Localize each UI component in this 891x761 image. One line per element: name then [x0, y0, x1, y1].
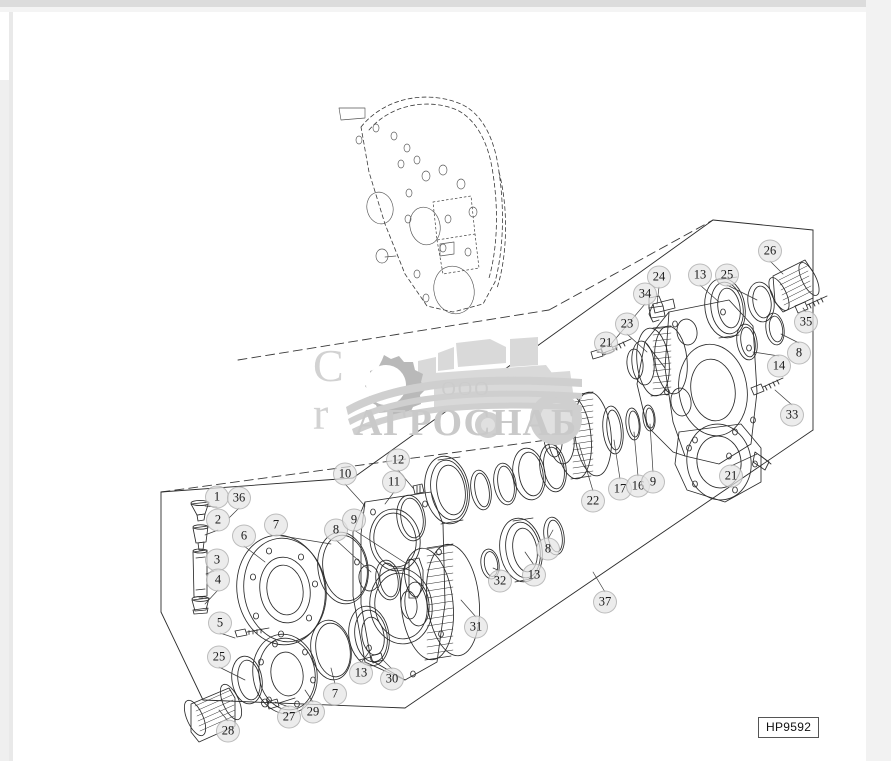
callout-bubble-23[interactable]: 23	[615, 312, 639, 336]
callout-bubble-36[interactable]: 36	[227, 486, 251, 510]
callout-bubble-12[interactable]: 12	[386, 448, 410, 472]
left-rail-divider	[9, 12, 13, 761]
callout-bubble-13[interactable]: 13	[349, 661, 373, 685]
callout-bubble-1[interactable]: 1	[205, 485, 229, 509]
left-gutter	[0, 12, 9, 761]
callout-bubble-5[interactable]: 5	[208, 611, 232, 635]
ring-14	[736, 323, 758, 361]
callout-bubble-35[interactable]: 35	[794, 310, 818, 334]
callout-bubble-25[interactable]: 25	[207, 645, 231, 669]
callout-bubble-37[interactable]: 37	[593, 590, 617, 614]
callout-bubble-14[interactable]: 14	[767, 354, 791, 378]
callout-bubble-11[interactable]: 11	[382, 470, 406, 494]
main-housing-body	[352, 491, 446, 681]
callout-bubble-13[interactable]: 13	[522, 563, 546, 587]
assembly-box-solid	[160, 219, 814, 709]
callout-bubble-25[interactable]: 25	[715, 263, 739, 287]
callout-bubble-9[interactable]: 9	[342, 508, 366, 532]
callout-bubble-34[interactable]: 34	[633, 282, 657, 306]
oring-7	[317, 531, 369, 605]
large-gear-31	[400, 543, 480, 661]
callout-bubble-2[interactable]: 2	[206, 508, 230, 532]
callout-bubble-32[interactable]: 32	[488, 569, 512, 593]
bracket-24	[648, 298, 676, 323]
callout-bubble-30[interactable]: 30	[380, 667, 404, 691]
callout-bubble-33[interactable]: 33	[780, 403, 804, 427]
diagram-canvas[interactable]: C r	[13, 12, 866, 761]
window-top-bar	[0, 0, 891, 7]
callout-bubble-4[interactable]: 4	[206, 568, 230, 592]
splined-gear-23	[626, 325, 688, 397]
frame-outline	[360, 96, 506, 313]
bolt-35	[794, 295, 828, 314]
bolt-27	[261, 697, 296, 710]
ring-25-lower	[231, 655, 263, 705]
callout-bubble-29[interactable]: 29	[301, 700, 325, 724]
callout-bubble-27[interactable]: 27	[277, 705, 301, 729]
bearing-13-upper	[704, 276, 746, 339]
pin-12	[412, 483, 425, 495]
callout-bubble-28[interactable]: 28	[216, 719, 240, 743]
bolt-5	[234, 627, 270, 638]
ring-17	[602, 405, 624, 455]
bolt-33	[750, 377, 784, 396]
fastener-stack	[190, 499, 210, 615]
right-gutter	[866, 0, 891, 761]
diagram-linework	[160, 96, 828, 743]
callout-bubble-8[interactable]: 8	[536, 537, 560, 561]
ring-9	[404, 557, 424, 599]
callout-bubble-6[interactable]: 6	[232, 524, 256, 548]
callout-bubble-26[interactable]: 26	[758, 239, 782, 263]
callout-bubble-24[interactable]: 24	[647, 265, 671, 289]
callout-bubble-8[interactable]: 8	[787, 341, 811, 365]
bearing-row-upper	[396, 443, 567, 542]
part-number-label: HP9592	[758, 717, 820, 738]
window-top-bar-shadow	[0, 7, 891, 12]
callout-bubble-10[interactable]: 10	[333, 462, 357, 486]
callout-bubble-22[interactable]: 22	[581, 489, 605, 513]
callout-bubble-7[interactable]: 7	[264, 513, 288, 537]
ghost-text-overlay: C r	[313, 342, 344, 438]
callout-bubble-31[interactable]: 31	[464, 615, 488, 639]
ring-8-upper	[765, 312, 785, 346]
splined-shaft-26	[768, 259, 820, 313]
ghost-line-2: r	[313, 388, 329, 439]
callout-bubble-9[interactable]: 9	[641, 470, 665, 494]
callout-bubble-21[interactable]: 21	[719, 464, 743, 488]
leader-lines	[204, 260, 807, 722]
bearing-13-lowleft	[348, 605, 390, 667]
callout-bubble-3[interactable]: 3	[205, 548, 229, 572]
callout-bubble-21[interactable]: 21	[594, 331, 618, 355]
gearcase-housing	[636, 295, 758, 465]
ghost-line-1: C	[313, 340, 344, 391]
assembly-bounding-box	[160, 219, 714, 493]
ring-16	[625, 407, 641, 441]
callout-bubble-7[interactable]: 7	[323, 682, 347, 706]
splined-gear-22	[543, 391, 612, 480]
left-gutter-panel	[0, 12, 9, 80]
callout-bubble-13[interactable]: 13	[688, 263, 712, 287]
